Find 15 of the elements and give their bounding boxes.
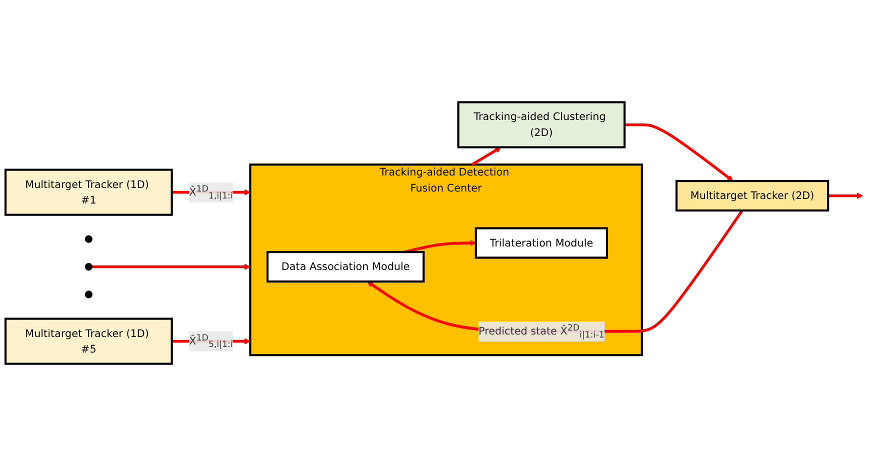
node-box: Multitarget Tracker (1D) #5 (4, 318, 173, 365)
node-box: Tracking-aided Clustering (2D) (457, 101, 626, 148)
node-box: Multitarget Tracker (2D) (676, 180, 830, 212)
node-box: Data Association Module (266, 251, 425, 283)
node-box: Multitarget Tracker (1D) #1 (4, 168, 173, 216)
arrow (624, 123, 734, 182)
node-box: Trilateration Module (474, 227, 608, 259)
arrow (471, 146, 502, 166)
arrow (828, 192, 864, 199)
node-circle (84, 262, 92, 271)
arrow (404, 240, 476, 254)
node-circle (84, 235, 92, 243)
arrow (367, 210, 744, 333)
arrow (92, 264, 250, 270)
node-circle (84, 290, 92, 298)
